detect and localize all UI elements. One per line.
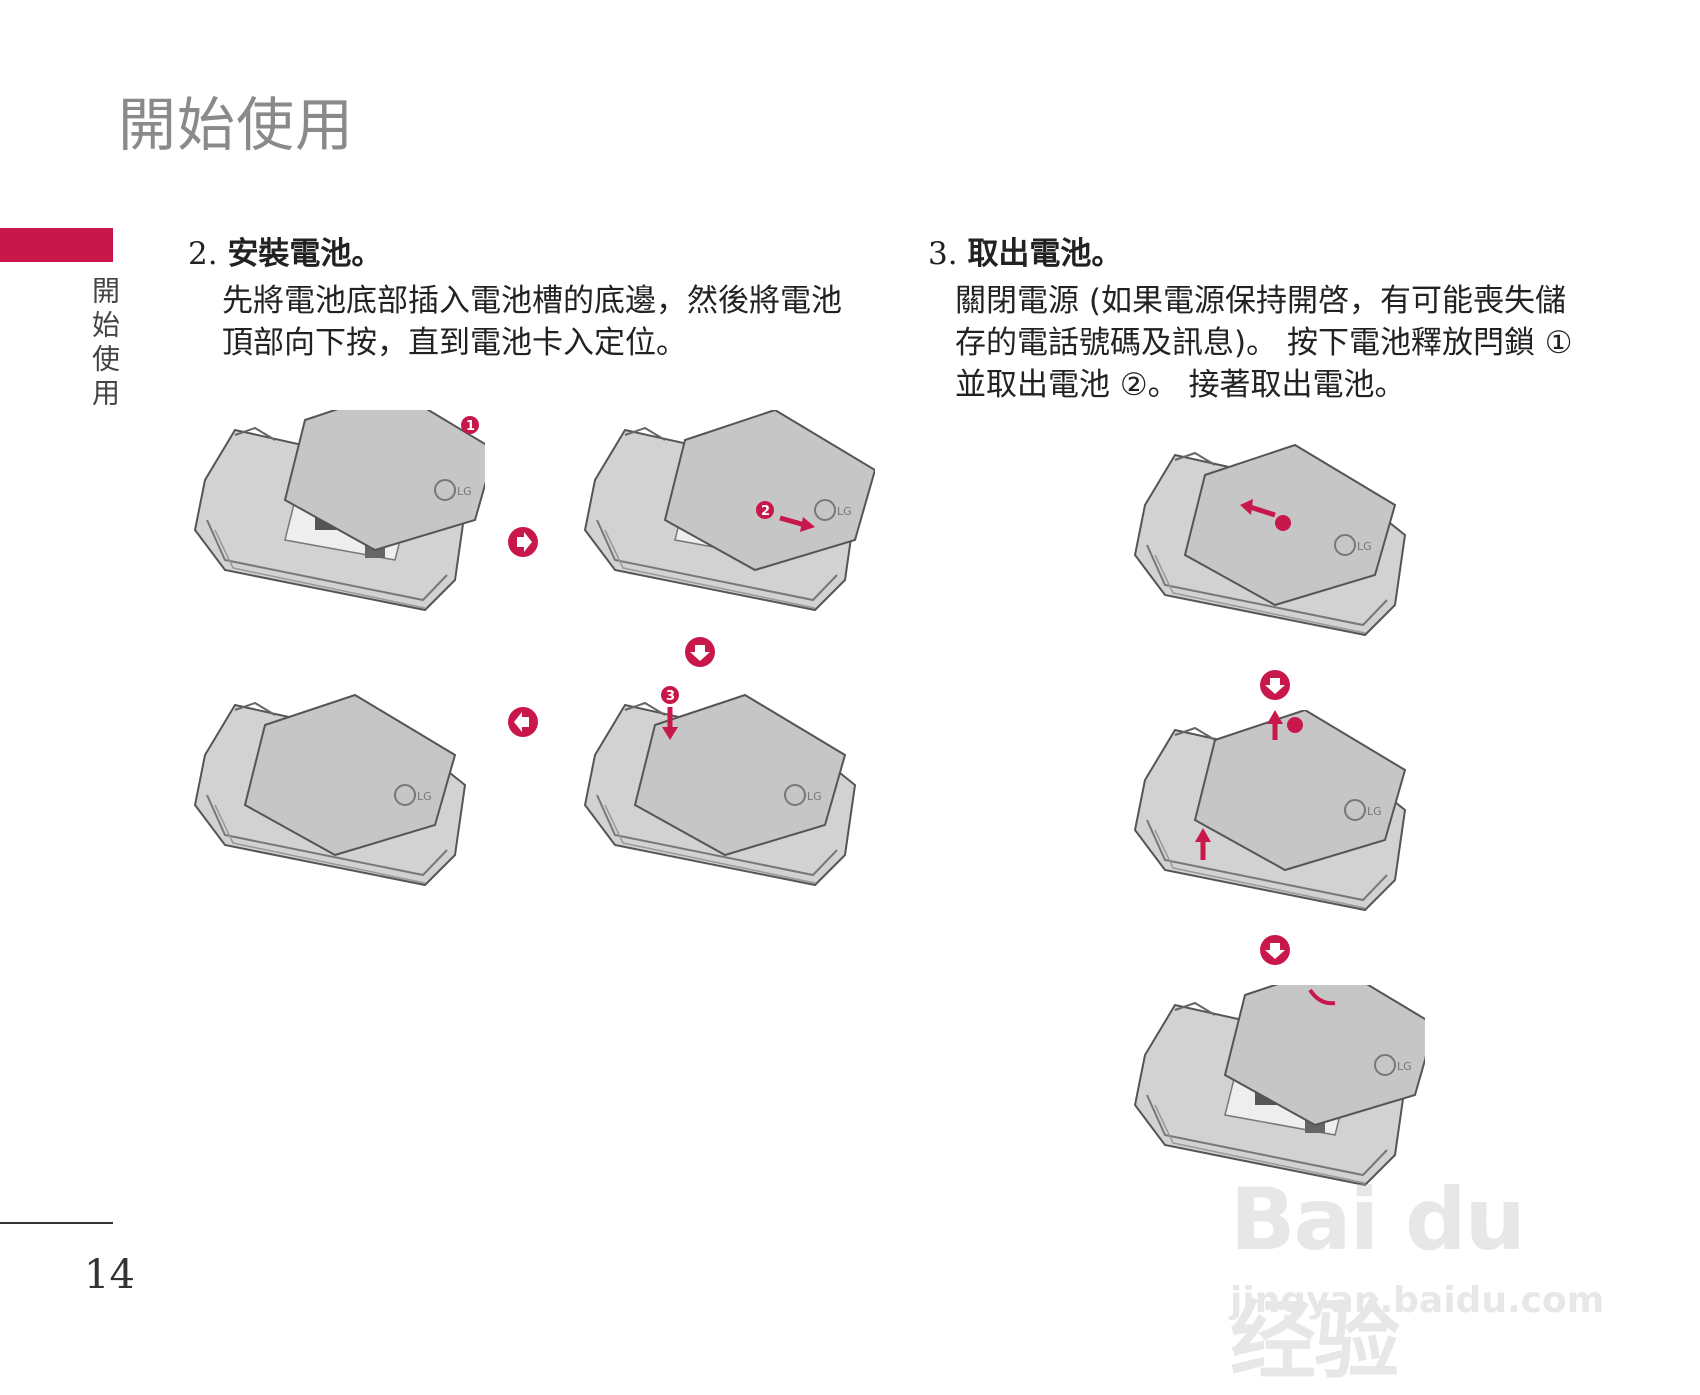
install-step4-figure <box>185 685 485 909</box>
callout-2: 2 <box>761 504 770 519</box>
arrow-down-icon <box>1260 935 1290 965</box>
remove-step3-figure <box>1125 964 1436 1209</box>
section3-line1: 關閉電源 (如果電源保持開啓，有可能喪失儲 <box>955 283 1566 319</box>
callout-3: 3 <box>666 689 675 704</box>
section3-line3: 並取出電池 ②。 接著取出電池。 <box>955 367 1406 403</box>
section-tab-marker <box>0 228 113 262</box>
watermark-url: jingyan.baidu.com <box>1230 1280 1605 1321</box>
arrow-right-icon <box>508 527 538 557</box>
install-step3-figure: 3 <box>575 685 875 909</box>
section3-line2: 存的電話號碼及訊息)。 按下電池釋放閂鎖 ① <box>955 325 1573 361</box>
page-number: 14 <box>84 1252 135 1298</box>
side-section-label: 開始使用 <box>88 276 121 412</box>
footer-rule <box>0 1222 113 1224</box>
section3-title: 取出電池。 <box>967 236 1123 272</box>
section2-number: 2. <box>188 236 218 272</box>
section3-heading: 3. 取出電池。 <box>928 228 1122 273</box>
remove-step1-figure <box>1125 435 1425 659</box>
section2-line2: 頂部向下按，直到電池卡入定位。 <box>222 325 687 361</box>
baidu-watermark: Bai du 经验 jingyan.baidu.com <box>1210 1140 1630 1391</box>
section2-line1: 先將電池底部插入電池槽的底邊，然後將電池 <box>222 283 842 319</box>
arrow-left-icon <box>508 707 538 737</box>
section3-number: 3. <box>928 236 958 272</box>
arrow-down-icon <box>685 637 715 667</box>
page-title: 開始使用 <box>118 91 355 159</box>
callout-1: 1 <box>466 419 475 434</box>
section2-body: 先將電池底部插入電池槽的底邊，然後將電池 頂部向下按，直到電池卡入定位。 <box>222 280 842 364</box>
section3-body: 關閉電源 (如果電源保持開啓，有可能喪失儲 存的電話號碼及訊息)。 按下電池釋放… <box>955 280 1573 406</box>
install-step2-figure: 2 <box>575 409 876 634</box>
section2-title: 安裝電池。 <box>227 236 383 272</box>
section2-heading: 2. 安裝電池。 <box>188 228 382 273</box>
arrow-down-icon <box>1260 670 1290 700</box>
remove-step2-figure <box>1125 709 1425 944</box>
install-step1-figure: 1 <box>185 389 496 634</box>
